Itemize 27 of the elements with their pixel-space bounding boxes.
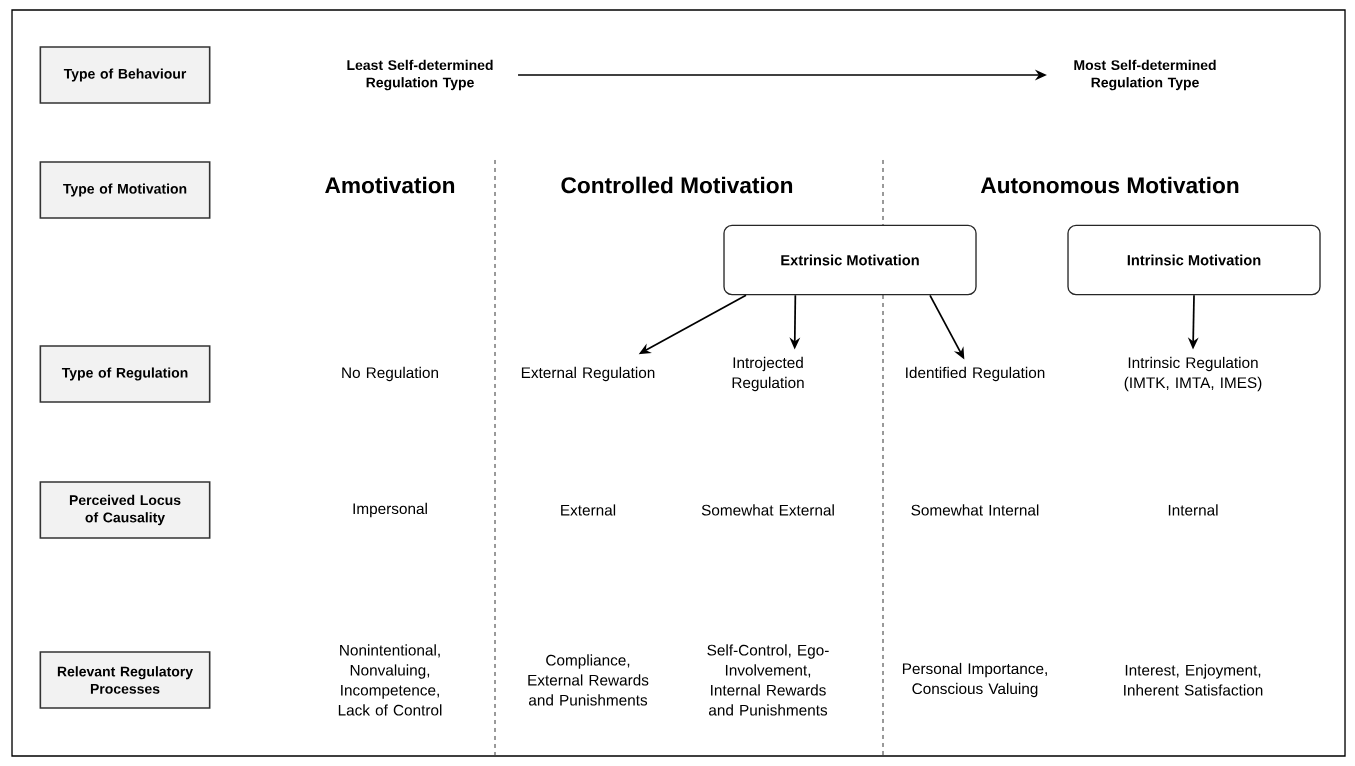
column-heading: Autonomous Motivation xyxy=(980,176,1239,194)
cell-text: Interest, Enjoyment, Inherent Satisfaction xyxy=(1124,664,1263,696)
cell-text: Self-Control, Ego- Involvement, Internal Rewards and Punishments xyxy=(707,644,829,716)
column-heading: Controlled Motivation xyxy=(561,176,793,194)
cell-text: Somewhat Internal xyxy=(911,504,1039,516)
cell-text: External xyxy=(561,504,616,516)
regulation-text: Intrinsic Regulation (IMTK, IMTA, IMES) xyxy=(1124,356,1262,392)
regulation-text: Introjected Regulation xyxy=(732,356,804,392)
regulation-text: Identified Regulation xyxy=(906,366,1045,382)
row-label-box: Type of Motivation xyxy=(39,161,211,219)
row-label-box: Perceived Locus of Causality xyxy=(39,481,211,539)
cell-text: Nonintentional, Nonvaluing, Incompetence, Lack of Control xyxy=(338,644,442,716)
cell-text: Compliance, External Rewards and Punishments xyxy=(528,654,649,706)
cell-text: Impersonal xyxy=(353,502,427,518)
row-label-box: Relevant Regulatory Processes xyxy=(39,651,211,709)
cell-text: Somewhat External xyxy=(701,504,834,516)
scale-end-text: Least Self-determined Regulation Type xyxy=(347,59,493,91)
column-heading: Amotivation xyxy=(325,176,455,194)
category-box: Extrinsic Motivation xyxy=(723,224,977,296)
cell-text: Internal xyxy=(1168,504,1218,516)
cell-text: Personal Importance, Conscious Valuing xyxy=(902,662,1047,698)
row-label-box: Type of Regulation xyxy=(39,345,211,403)
row-label-box: Type of Behaviour xyxy=(39,46,211,104)
regulation-text: External Regulation xyxy=(521,366,655,382)
scale-end-text: Most Self-determined Regulation Type xyxy=(1074,59,1216,91)
cell-text: No Regulation xyxy=(342,366,438,382)
category-box: Intrinsic Motivation xyxy=(1067,224,1321,296)
